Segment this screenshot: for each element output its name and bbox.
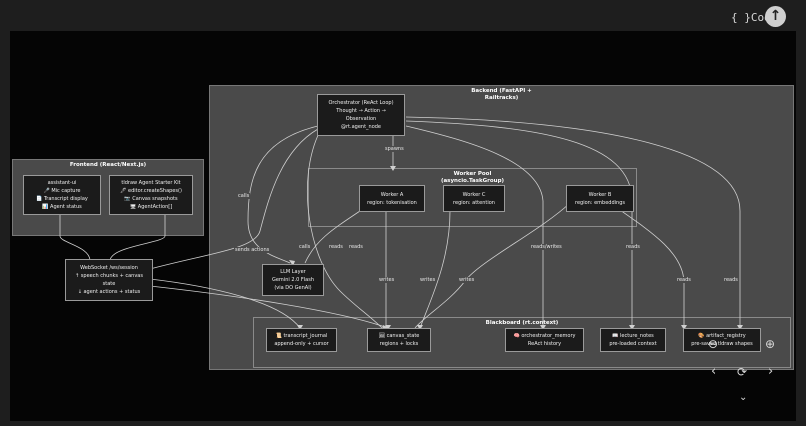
worker-a-title: Worker A: [380, 191, 404, 198]
worker-pool-title-line2: (asyncio.TaskGroup): [440, 178, 505, 184]
websocket-line2: state: [102, 281, 116, 287]
edge-orch-reads-notes: [405, 120, 633, 328]
edge-label-writes-a: writes: [378, 277, 396, 283]
artifact-registry-desc: pre-saved tldraw shapes: [691, 341, 753, 347]
edge-label-reads-ws-1: reads: [328, 244, 344, 250]
edge-orch-sends-ws: [149, 128, 319, 270]
edge-label-reads-artifacts-1: reads: [676, 277, 692, 283]
edge-label-reads-ws-2: reads: [348, 244, 364, 250]
llm-line1: Gemini 2.0 Flash: [271, 277, 314, 283]
edge-label-sends-actions: sends actions: [234, 247, 271, 253]
edge-label-reads-artifacts-2: reads: [723, 277, 739, 283]
assistant-ui-line3: 📊 Agent status: [42, 204, 82, 210]
assistant-ui-title: assistant-ui: [47, 180, 77, 186]
lecture-notes-desc: pre-loaded context: [609, 341, 657, 347]
orchestrator-memory-title: 🧠 orchestrator_memory: [513, 333, 576, 339]
edge-ws-to-assistant: [59, 206, 91, 262]
zoom-out-icon[interactable]: ⊖: [708, 337, 719, 351]
node-orchestrator-memory: 🧠 orchestrator_memory ReAct history: [505, 328, 584, 352]
arrow-up-icon[interactable]: ↑: [765, 6, 786, 27]
edge-worker-calls-llm: [304, 210, 361, 264]
tldraw-line2: 📷 Canvas snapshots: [124, 196, 178, 202]
node-assistant-ui: assistant-ui 🎤 Mic capture 📄 Transcript …: [23, 175, 101, 215]
diagram-canvas: Frontend (React/Next.js) Backend (FastAP…: [10, 31, 796, 421]
orchestrator-line2: Observation: [345, 116, 377, 122]
edge-ws-to-tldraw: [109, 206, 166, 262]
chevron-down-icon[interactable]: ⌄: [739, 392, 748, 403]
worker-c-region: region: attention: [453, 199, 495, 206]
assistant-ui-line2: 📄 Transcript display: [36, 196, 88, 202]
zoom-in-icon[interactable]: ⊕: [765, 337, 776, 351]
worker-a-region: region: tokenisation: [367, 199, 417, 206]
arrowhead-journal: [297, 325, 303, 330]
arrowhead-pool: [390, 166, 396, 171]
edge-orch-reads-artifacts: [405, 116, 741, 328]
edge-label-writes-b: writes: [458, 277, 476, 283]
node-lecture-notes: 📖 lecture_notes pre-loaded context: [600, 328, 666, 352]
llm-line2: (via DO GenAI): [274, 285, 312, 291]
arrowhead-artifacts-2: [681, 325, 687, 330]
tldraw-line1: 🖊 editor.createShapes(): [120, 188, 182, 194]
chevron-left-icon[interactable]: ‹: [711, 364, 717, 379]
assistant-ui-line1: 🎤 Mic capture: [43, 188, 81, 194]
reset-icon[interactable]: ⟳: [737, 365, 748, 379]
edge-orch-reads-canvas: [306, 130, 383, 329]
node-canvas-state: 🖼 canvas_state regions + locks: [367, 328, 431, 352]
edge-label-spawns: spawns: [384, 146, 405, 152]
tldraw-line3: 🖥 AgentAction[]: [129, 204, 173, 210]
arrowhead-canvas-3: [417, 325, 423, 330]
websocket-line3: ↓ agent actions + status: [77, 289, 141, 295]
edge-label-calls-orch: calls: [237, 193, 251, 199]
worker-b-title: Worker B: [588, 191, 612, 198]
websocket-title: WebSocket /ws/session: [80, 265, 138, 271]
diagram-edges: [57, 116, 743, 330]
node-llm-layer: LLM Layer Gemini 2.0 Flash (via DO GenAI…: [262, 264, 324, 296]
orchestrator-line1: Thought → Action →: [336, 108, 386, 114]
orchestrator-title: Orchestrator (ReAct Loop): [328, 100, 394, 106]
node-transcript-journal: 📜 transcript_journal append-only + curso…: [266, 328, 337, 352]
transcript-journal-desc: append-only + cursor: [274, 341, 329, 347]
llm-title: LLM Layer: [280, 269, 306, 275]
blackboard-group-title: Blackboard (rt.context): [485, 320, 559, 326]
edge-worker-b-reads-artifacts: [609, 202, 685, 328]
node-worker-b: Worker B region: embeddings: [566, 185, 634, 212]
tldraw-title: tldraw Agent Starter Kit: [121, 180, 181, 186]
edge-worker-c-writes: [419, 210, 451, 329]
node-artifact-registry: 🎨 artifact_registry pre-saved tldraw sha…: [683, 328, 761, 352]
canvas-state-title: 🖼 canvas_state: [378, 333, 420, 339]
edge-ws-reads-canvas: [149, 285, 389, 329]
arrowhead-artifacts-1: [737, 325, 743, 330]
node-worker-c: Worker C region: attention: [443, 185, 505, 212]
artifact-registry-title: 🎨 artifact_registry: [698, 333, 746, 339]
websocket-line1: ↑ speech chunks + canvas: [75, 273, 143, 279]
node-worker-a: Worker A region: tokenisation: [359, 185, 425, 212]
edge-ws-reads-journal: [149, 278, 301, 329]
lecture-notes-title: 📖 lecture_notes: [612, 333, 654, 339]
backend-group-title-line1: Backend (FastAPI +: [471, 88, 532, 94]
edge-label-reads-writes: reads/writes: [530, 244, 563, 250]
worker-b-region: region: embeddings: [575, 199, 625, 206]
frontend-group-title: Frontend (React/Next.js): [69, 162, 147, 168]
transcript-journal-title: 📜 transcript_journal: [275, 333, 328, 339]
node-orchestrator: Orchestrator (ReAct Loop) Thought → Acti…: [317, 94, 405, 136]
orchestrator-line3: @rt.agent_node: [340, 124, 382, 130]
top-toolbar: { }Code ↑: [0, 0, 806, 30]
worker-pool-title-line1: Worker Pool: [453, 171, 492, 177]
arrowhead-notes: [629, 325, 635, 330]
edge-label-writes-c: writes: [419, 277, 437, 283]
chevron-right-icon[interactable]: ›: [768, 364, 774, 379]
node-websocket: WebSocket /ws/session ↑ speech chunks + …: [65, 259, 153, 301]
edge-orch-rw-memory: [405, 125, 544, 328]
worker-c-title: Worker C: [462, 191, 486, 198]
backend-group-title-line2: Railtracks): [484, 95, 519, 101]
edge-label-reads-notes: reads: [625, 244, 641, 250]
orchestrator-memory-desc: ReAct history: [527, 341, 562, 347]
edge-label-calls-worker: calls: [298, 244, 312, 250]
node-tldraw: tldraw Agent Starter Kit 🖊 editor.create…: [109, 175, 193, 215]
arrowhead-memory: [540, 325, 546, 330]
canvas-state-desc: regions + locks: [379, 341, 419, 347]
edge-orch-calls-llm: [247, 125, 319, 264]
edge-worker-b-writes: [414, 202, 571, 329]
